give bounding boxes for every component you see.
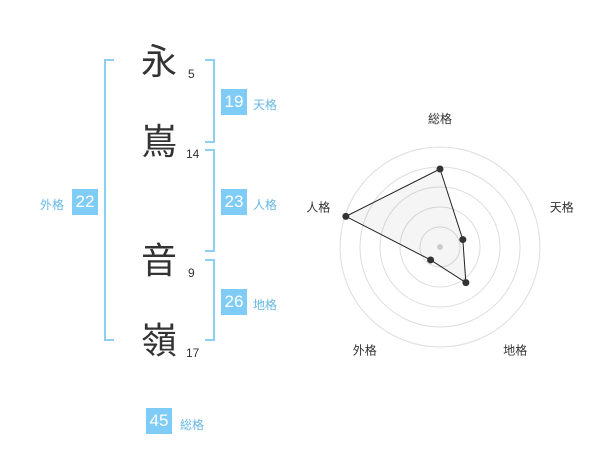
radar-points	[342, 165, 470, 287]
radar-point-5	[342, 212, 350, 220]
radar-ring-2	[399, 206, 481, 288]
name-char-1: 永	[141, 42, 178, 83]
stroke-count-1: 5	[188, 67, 195, 81]
radar-ring-5	[339, 146, 541, 348]
tenkaku-bracket	[205, 59, 215, 143]
jinkaku-value: 23	[221, 189, 247, 215]
name-char-3: 音	[141, 241, 178, 282]
radar-axis-label-5: 人格	[306, 199, 330, 214]
gaikaku-value: 22	[72, 189, 98, 215]
soukaku-value: 45	[146, 408, 172, 434]
tenkaku-value: 19	[221, 89, 247, 115]
radar-axis-label-4: 外格	[353, 343, 377, 358]
chikaku-label: 地格	[253, 298, 278, 312]
jinkaku-bracket	[205, 149, 215, 252]
gaikaku-label: 外格	[40, 198, 65, 212]
chikaku-value: 26	[221, 289, 247, 315]
jinkaku-label: 人格	[253, 198, 278, 212]
tenkaku-label: 天格	[253, 98, 278, 112]
chikaku-bracket	[205, 259, 215, 341]
radar-axis-label-1: 総格	[428, 111, 452, 126]
soukaku-label: 総格	[180, 418, 205, 432]
radar-center-dot	[437, 244, 443, 250]
radar-axis-label-3: 地格	[503, 343, 527, 358]
radar-axis-label-2: 天格	[550, 199, 574, 214]
name-char-4: 嶺	[141, 321, 178, 362]
radar-point-2	[459, 236, 467, 244]
radar-ring-1	[419, 226, 461, 268]
name-char-2: 嶌	[141, 122, 178, 163]
radar-data-polygon	[344, 168, 467, 284]
radar-point-3	[462, 279, 470, 287]
stroke-count-3: 9	[188, 266, 195, 280]
radar-point-1	[436, 165, 444, 173]
gaikaku-bracket	[104, 59, 114, 341]
radar-ring-3	[379, 186, 501, 308]
stroke-count-4: 17	[186, 346, 200, 360]
stroke-count-2: 14	[186, 147, 200, 161]
radar-point-4	[427, 256, 435, 264]
